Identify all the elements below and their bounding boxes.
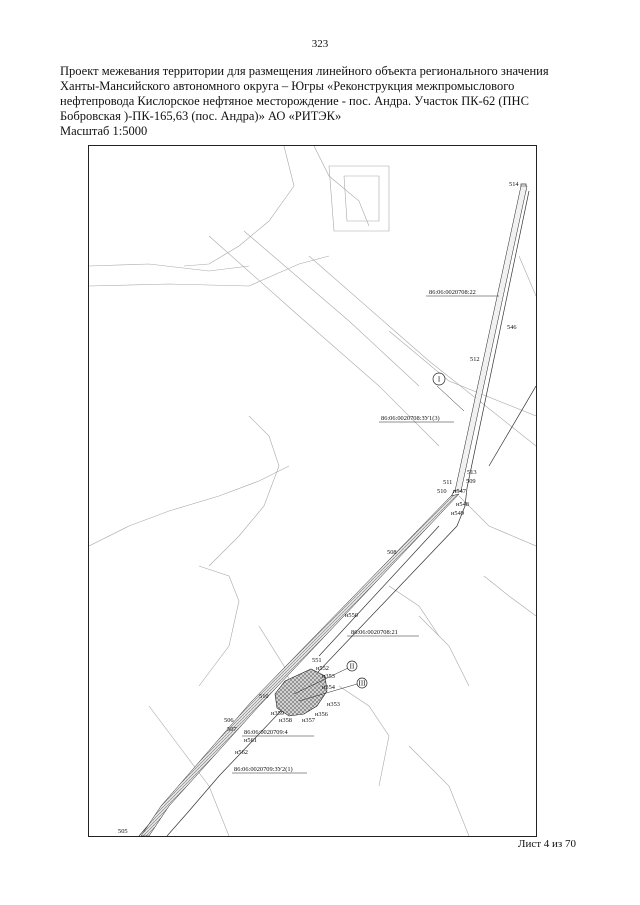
marker-II: II — [346, 660, 358, 672]
point-label: н359 — [271, 710, 284, 717]
point-label: 510 — [437, 488, 447, 495]
point-label: н561 — [244, 737, 257, 744]
title-line: Ханты-Мансийского автономного округа – Ю… — [60, 79, 515, 93]
point-label: 551 — [312, 657, 322, 664]
point-label: н353 — [322, 673, 335, 680]
title-line: нефтепровода Кислорское нефтяное месторо… — [60, 94, 529, 108]
point-label: 510 — [259, 693, 269, 700]
scale-label: Масштаб 1:5000 — [60, 124, 148, 138]
map-drawing: I II III 86:06:0020708:22 86:06:0020708:… — [89, 146, 536, 836]
marker-II-label: II — [350, 663, 355, 671]
point-label: н354 — [322, 684, 336, 691]
point-label: 508 — [387, 549, 397, 556]
title-line: Проект межевания территории для размещен… — [60, 64, 549, 78]
point-label: н356 — [315, 711, 328, 718]
right-of-way-strip — [140, 493, 460, 836]
point-label: н358 — [279, 717, 292, 724]
point-label: н548 — [456, 501, 469, 508]
title-line: Бобровская )-ПК-165,63 (пос. Андра)» АО … — [60, 109, 342, 123]
upper-corridor — [454, 185, 528, 492]
point-label: н562 — [235, 749, 248, 756]
marker-III: III — [356, 677, 368, 689]
point-label: 514 — [509, 181, 519, 188]
cadastral-label: 86:06:0020709:4 — [244, 729, 288, 736]
point-label: 509 — [466, 478, 476, 485]
point-label: 512 — [470, 356, 480, 363]
point-label: н550 — [345, 612, 358, 619]
hatched-parcel — [274, 668, 328, 717]
leader-lines — [232, 295, 499, 774]
marker-I: I — [432, 372, 446, 386]
point-label: 507 — [227, 726, 237, 733]
point-label: 506 — [224, 717, 234, 724]
marker-III-label: III — [359, 680, 367, 688]
cadastral-label: 86:06:0020708:21 — [351, 629, 398, 636]
point-label: н353 — [327, 701, 340, 708]
point-label: н547 — [453, 488, 467, 495]
cadastral-label: 86:06:0020708:22 — [429, 289, 476, 296]
parcel-boundaries — [138, 183, 536, 836]
point-label: 505 — [118, 828, 128, 835]
point-label: н552 — [316, 665, 329, 672]
terrain-contours — [89, 146, 536, 836]
point-label: 546 — [507, 324, 517, 331]
point-label: н357 — [302, 717, 316, 724]
marker-I-label: I — [438, 376, 441, 384]
point-label: н549 — [451, 510, 464, 517]
page-number: 323 — [311, 38, 329, 50]
point-label: 511 — [443, 479, 452, 486]
cadastral-label: 86:06:0020709:ЗУ2(1) — [234, 766, 293, 773]
cadastral-label: 86:06:0020708:ЗУ1(3) — [381, 415, 440, 422]
sheet-number: Лист 4 из 70 — [518, 838, 577, 850]
document-title: Проект межевания территории для размещен… — [60, 64, 590, 124]
point-label: 513 — [467, 469, 477, 476]
map-frame: I II III 86:06:0020708:22 86:06:0020708:… — [88, 145, 537, 837]
